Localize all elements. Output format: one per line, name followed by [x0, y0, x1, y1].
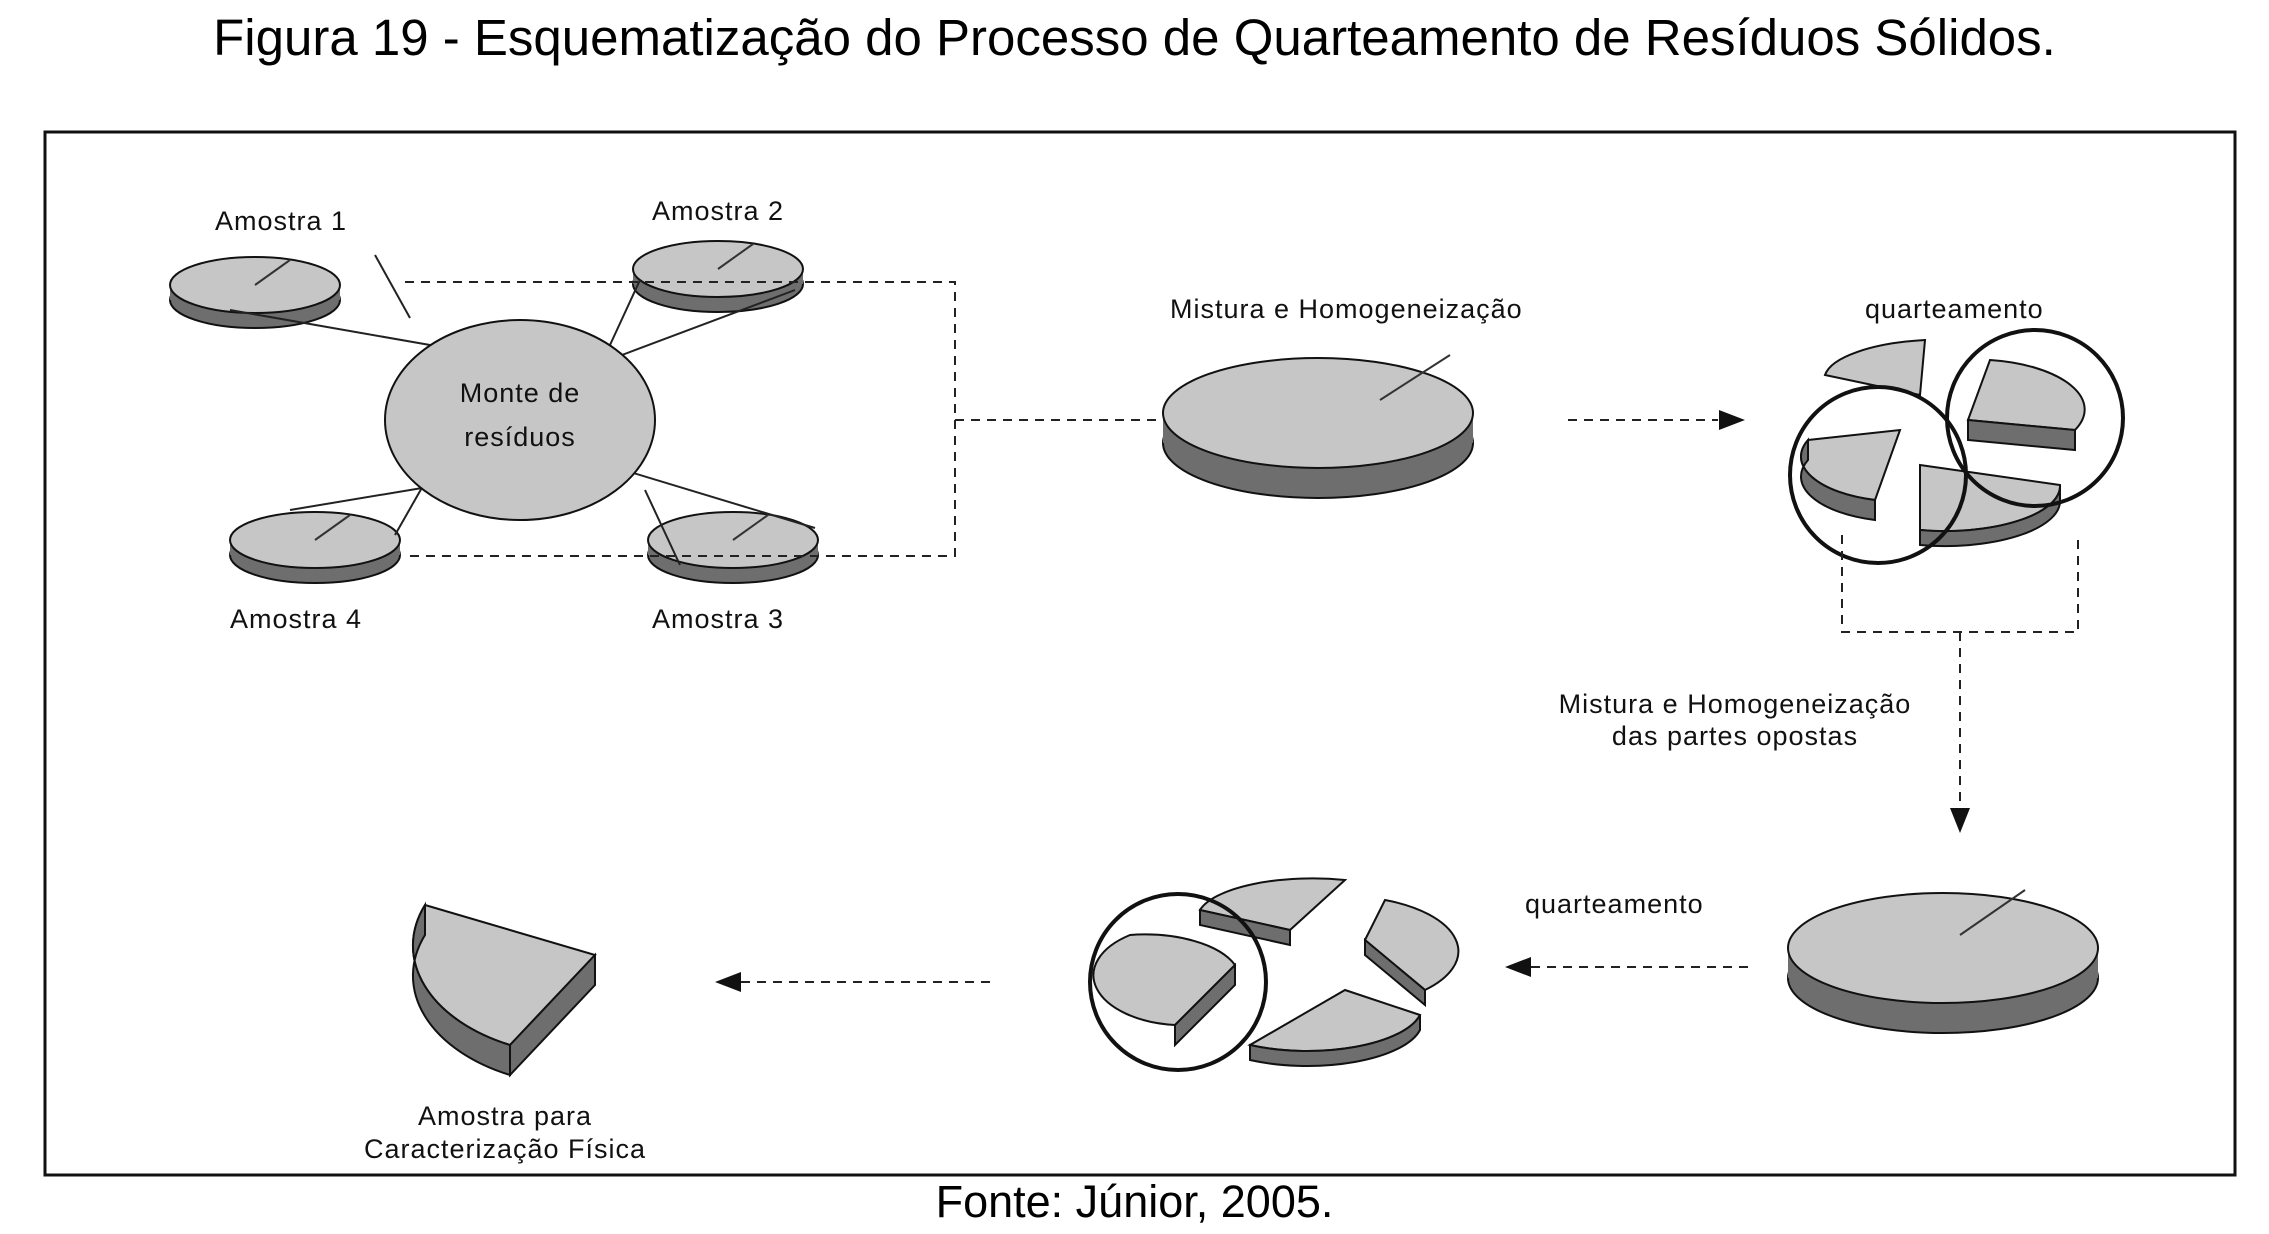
label-quartering-1: quarteamento	[1865, 294, 2044, 324]
quartered-disc-2	[1092, 877, 1460, 1067]
samples-bracket	[405, 281, 1168, 557]
arrow-to-quartering	[1719, 410, 1745, 430]
label-mix-1: Mistura e Homogeneização	[1170, 294, 1523, 324]
label-quartering-2: quarteamento	[1525, 889, 1704, 919]
label-sample-4: Amostra 4	[230, 604, 362, 634]
label-pile-line1: Monte de	[460, 378, 581, 408]
arrow-down-to-mix-2	[1950, 808, 1970, 833]
arrow-to-quartering-2	[1505, 957, 1531, 977]
label-final-line1: Amostra para	[418, 1101, 592, 1131]
sample-2-disc	[632, 240, 804, 313]
label-sample-1: Amostra 1	[215, 206, 347, 236]
arrow-to-final	[715, 972, 741, 992]
opposite-parts-bracket	[1841, 535, 2079, 808]
circle-selected-part	[1088, 892, 1268, 1072]
label-mix-2-line2: das partes opostas	[1612, 721, 1858, 751]
mix-disc-2	[1787, 889, 2099, 1034]
figure-title: Figura 19 - Esquematização do Processo d…	[213, 9, 2056, 66]
label-mix-2-line1: Mistura e Homogeneização	[1559, 689, 1912, 719]
waste-pile	[384, 319, 656, 521]
circle-opposite-part-b	[1945, 328, 2125, 508]
sample-1-disc	[169, 256, 341, 329]
sample-3-disc	[647, 511, 819, 584]
diagram-frame	[43, 130, 2237, 1177]
label-sample-3: Amostra 3	[652, 604, 784, 634]
label-sample-2: Amostra 2	[652, 196, 784, 226]
quartered-disc-1	[1800, 338, 2086, 548]
label-final-line2: Caracterização Física	[364, 1134, 646, 1164]
sample-4-disc	[229, 511, 401, 584]
label-pile-line2: resíduos	[464, 422, 576, 452]
mix-disc-1	[1162, 354, 1474, 499]
figure-source: Fonte: Júnior, 2005.	[935, 1176, 1334, 1227]
final-sample-piece	[411, 901, 597, 1078]
